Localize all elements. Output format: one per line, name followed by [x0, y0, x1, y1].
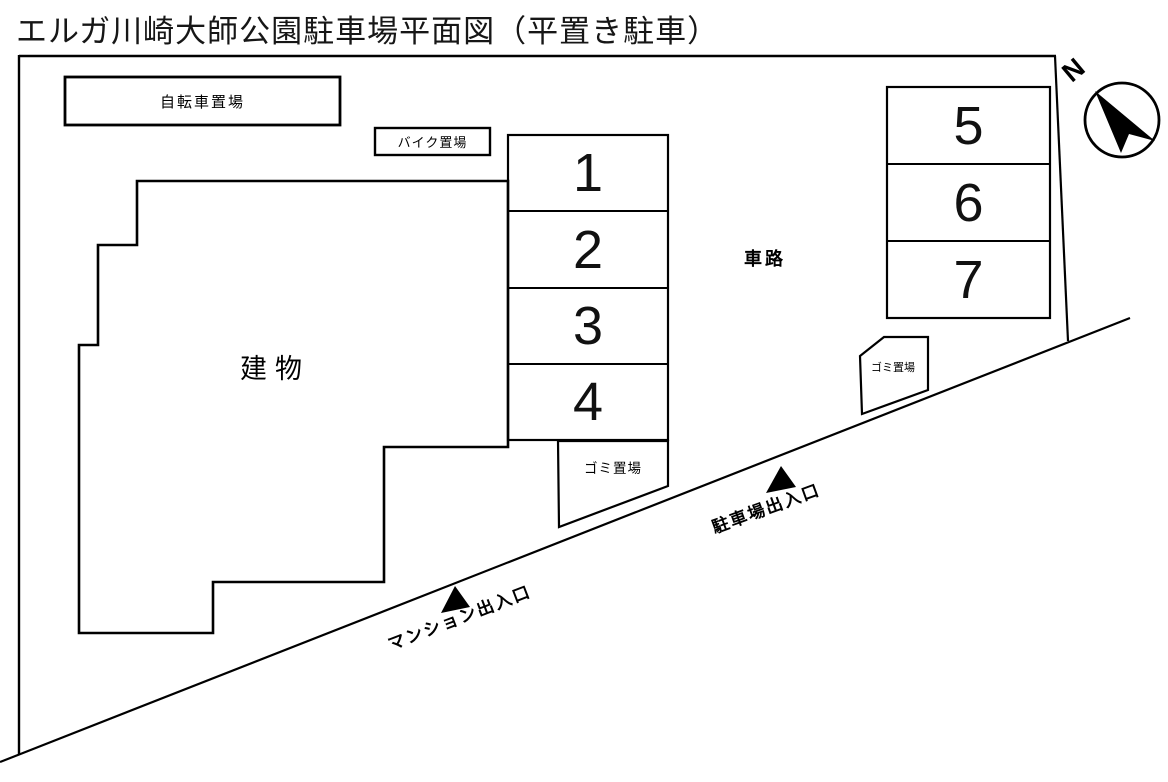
parking-stall-6: 6 — [953, 172, 984, 233]
building-label: 建物 — [240, 354, 310, 384]
parking-stall-5: 5 — [953, 95, 984, 156]
parking-stall-7: 7 — [953, 249, 984, 310]
garbage-area-east-shape — [858, 335, 930, 416]
compass-needle-icon — [1095, 91, 1155, 153]
compass-circle — [1083, 81, 1161, 159]
stalls-5-7-box — [885, 85, 1052, 320]
bicycle-area-box — [63, 75, 342, 127]
mansion-entrance-arrow-icon — [441, 586, 470, 613]
page-title: エルガ川崎大師公園駐車場平面図（平置き駐車） — [16, 14, 720, 49]
parking-stall-2: 2 — [572, 219, 604, 280]
motorcycle-area-box — [373, 126, 492, 157]
parking-stall-3: 3 — [572, 296, 604, 356]
garbage-area-center-shape — [556, 439, 670, 529]
garbage-area-east-label: ゴミ置場 — [871, 362, 915, 374]
parking-stall-4: 4 — [572, 372, 604, 432]
motorcycle-area-label: バイク置場 — [397, 135, 468, 150]
bicycle-area-label: 自転車置場 — [159, 93, 245, 111]
boundary-right-slant-line — [1053, 55, 1070, 342]
garbage-area-center-label: ゴミ置場 — [584, 461, 642, 476]
parking-stall-1: 1 — [572, 143, 604, 203]
parking-entrance-arrow-icon — [766, 466, 796, 493]
driveway-label: 車路 — [744, 249, 786, 269]
building-outline — [77, 179, 510, 635]
road-line — [0, 316, 1131, 764]
